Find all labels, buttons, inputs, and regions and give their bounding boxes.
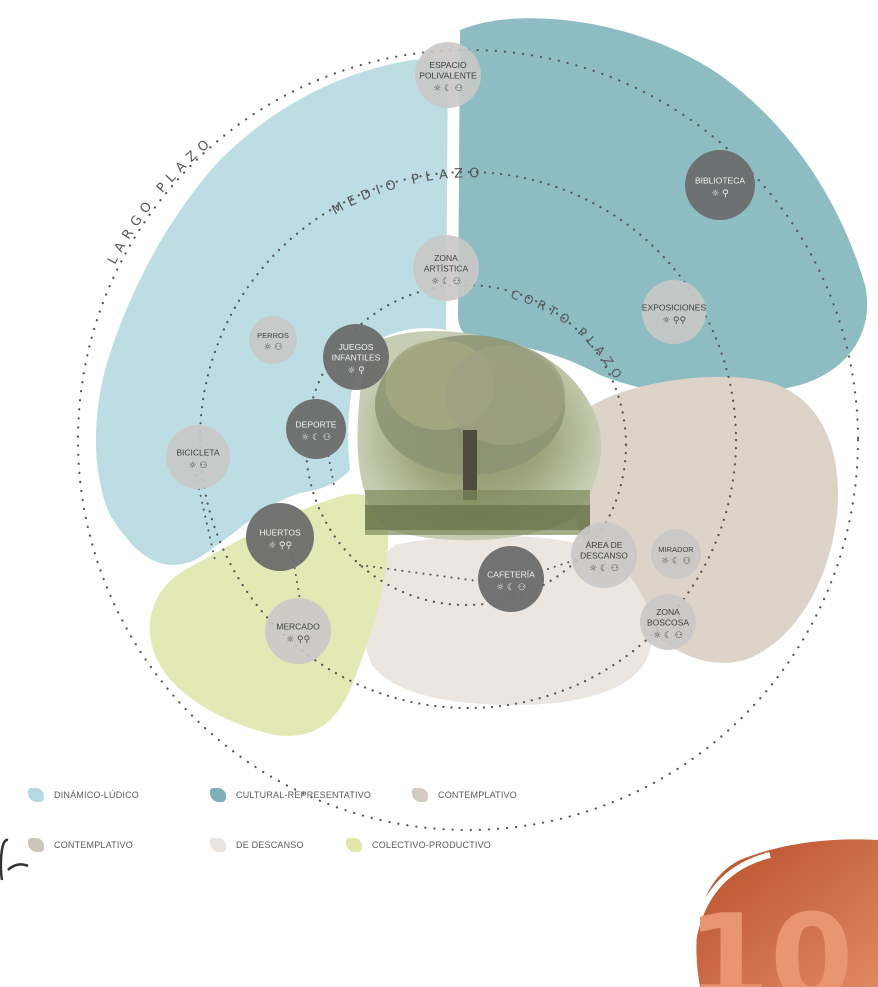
- node-huertos: HUERTOS ☼ ⚲⚲: [246, 503, 314, 571]
- legend-label: COLECTIVO-PRODUCTIVO: [372, 840, 492, 850]
- legend-item: COLECTIVO-PRODUCTIVO: [346, 838, 491, 852]
- node-label: INFANTILES: [332, 353, 381, 363]
- edge-glyph: [0, 838, 29, 881]
- node-label: BOSCOSA: [647, 618, 689, 628]
- legend-swatch: [346, 838, 362, 852]
- node-mercado: MERCADO ☼ ⚲⚲: [265, 598, 331, 664]
- node-usage-icons: ☼ ⚲⚲: [662, 316, 687, 326]
- node-label: ESPACIO: [429, 60, 467, 70]
- legend-label: CULTURAL-REPRESENTATIVO: [236, 790, 372, 800]
- legend-item: DE DESCANSO: [210, 838, 304, 852]
- node-biblioteca: BIBLIOTECA ☼ ⚲: [685, 150, 755, 220]
- node-mirador: MIRADOR ☼ ☾ ⚇: [651, 529, 701, 579]
- node-label: ZONA: [656, 607, 680, 617]
- node-usage-icons: ☼ ☾ ⚇: [496, 583, 526, 593]
- node-label: ARTÍSTICA: [424, 264, 469, 274]
- node-circle: [651, 529, 701, 579]
- node-perros: PERROS ☼ ⚇: [249, 316, 297, 364]
- node-label: BICICLETA: [176, 447, 220, 457]
- node-cafeteria: CAFETERÍA ☼ ☾ ⚇: [478, 546, 544, 612]
- node-circle: [249, 316, 297, 364]
- node-circle: [286, 399, 346, 459]
- legend-label: CONTEMPLATIVO: [438, 790, 517, 800]
- node-circle: [323, 324, 389, 390]
- node-label: ÁREA DE: [586, 540, 623, 550]
- node-label: POLIVALENTE: [419, 71, 477, 81]
- node-label: JUEGOS: [339, 342, 374, 352]
- legend-item: CONTEMPLATIVO: [28, 838, 133, 852]
- legend-label: CONTEMPLATIVO: [54, 840, 133, 850]
- node-circle: [246, 503, 314, 571]
- node-circle: [640, 594, 696, 650]
- tree-photo: [357, 330, 601, 541]
- node-exposiciones: EXPOSICIONES ☼ ⚲⚲: [642, 280, 707, 344]
- node-circle: [265, 598, 331, 664]
- node-label: PERROS: [257, 331, 289, 340]
- zone-cultural-representativo: [458, 18, 868, 396]
- node-usage-icons: ☼ ⚲⚲: [268, 541, 293, 551]
- node-label: MERCADO: [276, 621, 320, 631]
- node-label: EXPOSICIONES: [642, 302, 707, 312]
- node-circle: [166, 425, 230, 489]
- zone-colectivo-productivo: [149, 494, 389, 736]
- legend-item: DINÁMICO-LÚDICO: [28, 788, 139, 802]
- legend-swatch: [210, 788, 226, 802]
- node-usage-icons: ☼ ⚲: [711, 189, 729, 199]
- node-label: MIRADOR: [658, 545, 694, 554]
- node-usage-icons: ☼ ⚲⚲: [286, 635, 311, 645]
- node-label: BIBLIOTECA: [695, 175, 745, 185]
- node-label: HUERTOS: [259, 527, 301, 537]
- node-usage-icons: ☼ ☾ ⚇: [301, 433, 331, 443]
- node-label: ZONA: [434, 253, 458, 263]
- legend-swatch: [412, 788, 428, 802]
- legend-swatch: [28, 838, 44, 852]
- legend-item: CULTURAL-REPRESENTATIVO: [210, 788, 371, 802]
- connector-lines: [195, 427, 576, 601]
- zone-de-descanso: [363, 535, 652, 705]
- node-deporte: DEPORTE ☼ ☾ ⚇: [286, 399, 346, 459]
- node-label: DESCANSO: [580, 551, 628, 561]
- legend-swatch: [210, 838, 226, 852]
- legend-item: CONTEMPLATIVO: [412, 788, 517, 802]
- node-label: DEPORTE: [296, 419, 337, 429]
- legend-swatch: [28, 788, 44, 802]
- node-circle: [415, 42, 481, 108]
- node-usage-icons: ☼ ☾ ⚇: [433, 84, 463, 94]
- node-circle: [413, 235, 479, 301]
- legend-label: DINÁMICO-LÚDICO: [54, 790, 140, 800]
- node-usage-icons: ☼ ⚇: [189, 461, 208, 471]
- node-label: CAFETERÍA: [487, 569, 535, 579]
- node-usage-icons: ☼ ☾ ⚇: [653, 631, 683, 641]
- node-usage-icons: ☼ ☾ ⚇: [431, 277, 461, 287]
- legend-label: DE DESCANSO: [236, 840, 304, 850]
- node-circle: [642, 280, 706, 344]
- page-number-badge: 10: [687, 839, 878, 987]
- node-bicicleta: BICICLETA ☼ ⚇: [166, 425, 230, 489]
- node-usage-icons: ☼ ☾ ⚇: [589, 564, 619, 574]
- node-circle: [478, 546, 544, 612]
- node-usage-icons: ☼ ⚇: [264, 342, 283, 352]
- node-usage-icons: ☼ ☾ ⚇: [661, 556, 691, 566]
- node-circle: [685, 150, 755, 220]
- node-usage-icons: ☼ ⚲: [347, 366, 365, 376]
- badge-number: 10: [687, 890, 854, 987]
- node-circle: [571, 522, 637, 588]
